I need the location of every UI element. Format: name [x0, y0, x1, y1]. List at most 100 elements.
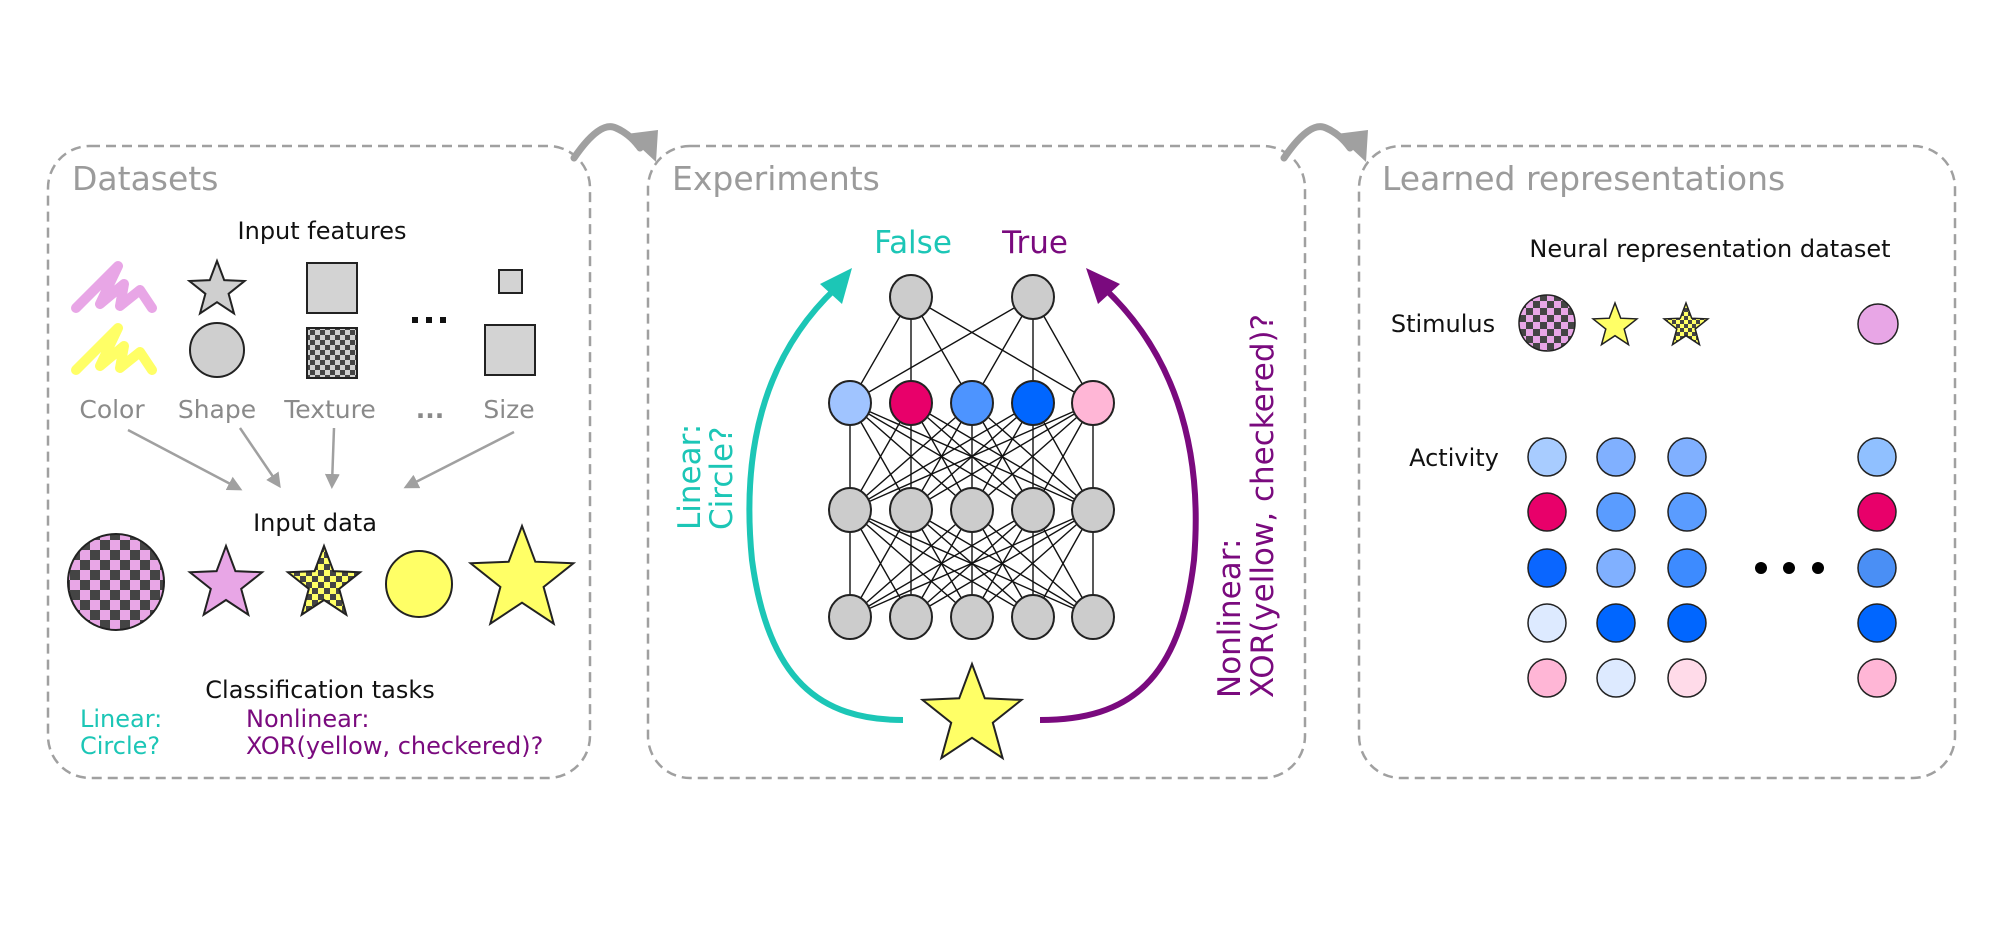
nonlinear-arrow: [1039, 268, 1199, 723]
arrow-head: [1336, 130, 1368, 162]
feature-label-shape: Shape: [178, 395, 256, 424]
connection: [971, 402, 1094, 511]
feature-label-texture: Texture: [283, 395, 376, 424]
connection: [849, 509, 1094, 618]
activity-unit: [1596, 603, 1636, 643]
small-square-icon: [498, 269, 523, 294]
activity-unit: [1596, 492, 1636, 532]
nonlinear-task-line1: Nonlinear:: [246, 705, 369, 733]
feature-label-size: Size: [483, 395, 534, 424]
arrow-color: [127, 428, 243, 491]
gray-star-icon: [186, 258, 248, 316]
activity-unit: [1527, 548, 1567, 588]
checkered-square-icon: [306, 327, 358, 379]
stimulus-yellow-star: [1591, 300, 1639, 347]
output-node-false: [889, 274, 933, 320]
connection: [849, 402, 1094, 511]
connection: [849, 509, 973, 618]
output-node-true: [1011, 274, 1055, 320]
activity-unit: [1857, 437, 1897, 477]
activity-unit: [1596, 548, 1636, 588]
hidden-node: [950, 380, 994, 426]
neural-network: [828, 274, 1115, 640]
input-node: [950, 594, 994, 640]
activity-unit: [1527, 603, 1567, 643]
input-node: [1071, 594, 1115, 640]
size-feature-icons: [484, 269, 536, 376]
activity-unit: [1667, 437, 1707, 477]
nonlinear-rotated-label: Nonlinear: XOR(yellow, checkered)?: [1212, 314, 1281, 698]
feature-to-data-arrows: [127, 427, 515, 491]
arrow-size: [403, 430, 515, 489]
middle-node: [889, 487, 933, 533]
arrow-head: [1086, 268, 1120, 304]
stimulus-checkered-pink-circle: [1518, 294, 1576, 352]
activity-unit: [1596, 437, 1636, 477]
hidden-node: [828, 380, 872, 426]
arrow-texture: [324, 427, 340, 489]
input-node: [1011, 594, 1055, 640]
activity-unit: [1667, 548, 1707, 588]
nonlinear-label-line2: XOR(yellow, checkered)?: [1245, 314, 1281, 698]
connection: [910, 402, 1094, 511]
nonlinear-task-line2: XOR(yellow, checkered)?: [246, 732, 543, 760]
shape-feature-icons: [186, 258, 248, 378]
output-false-label: False: [874, 225, 952, 261]
texture-feature-icons: [306, 262, 358, 379]
transition-arrow-2: [1280, 123, 1368, 162]
activity-grid: [1527, 437, 1897, 698]
linear-rotated-label: Linear: Circle?: [672, 424, 740, 530]
activity-unit: [1667, 492, 1707, 532]
pink-star: [187, 543, 265, 617]
connection: [849, 509, 1034, 618]
connection: [849, 402, 973, 511]
feature-label-ellipsis: ...: [416, 395, 445, 424]
input-node: [828, 594, 872, 640]
stimulus-pink-circle: [1857, 303, 1899, 345]
middle-node: [950, 487, 994, 533]
large-yellow-star: [467, 523, 577, 627]
activity-ellipsis-icon: [1755, 562, 1824, 574]
middle-node: [1011, 487, 1055, 533]
experiments-title: Experiments: [672, 159, 880, 198]
activity-unit: [1857, 658, 1897, 698]
yellow-scribble-icon: [71, 323, 157, 375]
activity-label: Activity: [1409, 444, 1499, 472]
network-connections: [849, 296, 1094, 618]
learned-title: Learned representations: [1382, 159, 1785, 198]
ellipsis-icon: [412, 317, 446, 323]
hidden-node: [1071, 380, 1115, 426]
arrow-shape: [238, 427, 281, 489]
activity-unit: [1596, 658, 1636, 698]
connection: [849, 296, 1034, 404]
linear-label-line2: Circle?: [704, 426, 740, 530]
datasets-panel: [46, 144, 592, 780]
checkered-yellow-star: [285, 543, 363, 617]
input-node: [889, 594, 933, 640]
arrow-head: [626, 130, 658, 162]
input-data-items: [67, 523, 577, 631]
color-feature-icons: [71, 261, 157, 375]
linear-arrow: [746, 268, 904, 723]
hidden-node: [889, 380, 933, 426]
nonlinear-label-line1: Nonlinear:: [1212, 539, 1248, 698]
yellow-circle: [385, 550, 453, 618]
activity-unit: [1857, 603, 1897, 643]
connection: [971, 509, 1094, 618]
classification-tasks-label: Classification tasks: [205, 676, 434, 704]
hidden-node: [1011, 380, 1055, 426]
linear-label-line1: Linear:: [672, 424, 708, 530]
connection: [849, 402, 1034, 511]
pink-scribble-icon: [71, 261, 157, 313]
middle-node: [828, 487, 872, 533]
activity-unit: [1667, 658, 1707, 698]
activity-unit: [1527, 437, 1567, 477]
neural-dataset-label: Neural representation dataset: [1529, 235, 1890, 263]
input-data-label: Input data: [253, 509, 377, 537]
activity-unit: [1857, 492, 1897, 532]
stimulus-label: Stimulus: [1391, 310, 1495, 338]
datasets-title: Datasets: [72, 159, 218, 198]
activity-unit: [1527, 658, 1567, 698]
input-features-label: Input features: [238, 217, 407, 245]
